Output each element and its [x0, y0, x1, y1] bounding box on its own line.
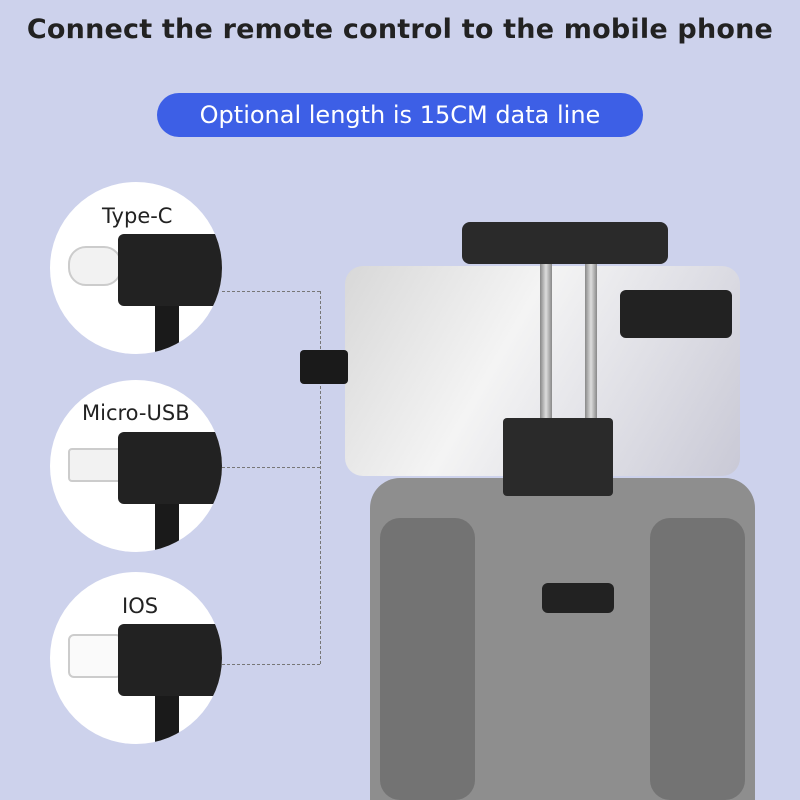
phone-clamp: [462, 222, 668, 264]
holder-pole: [540, 260, 552, 425]
remote-controller-image: [370, 478, 755, 800]
page-title: Connect the remote control to the mobile…: [26, 14, 774, 45]
cable-connector-plug: [300, 350, 348, 384]
holder-base: [503, 418, 613, 496]
ios-connector-image: [50, 572, 222, 744]
type-c-connector-image: [50, 182, 222, 354]
connector-label-type-c: Type-C: [102, 204, 173, 228]
guide-line: [222, 664, 320, 665]
guide-line: [222, 467, 320, 468]
guide-line: [320, 291, 321, 664]
guide-line: [222, 291, 320, 292]
holder-pole: [585, 260, 597, 425]
connector-label-ios: IOS: [122, 594, 159, 618]
connector-label-micro-usb: Micro-USB: [82, 401, 190, 425]
subtitle-badge: Optional length is 15CM data line: [157, 93, 643, 137]
micro-usb-connector-image: [50, 380, 222, 552]
phone-camera: [620, 290, 732, 338]
